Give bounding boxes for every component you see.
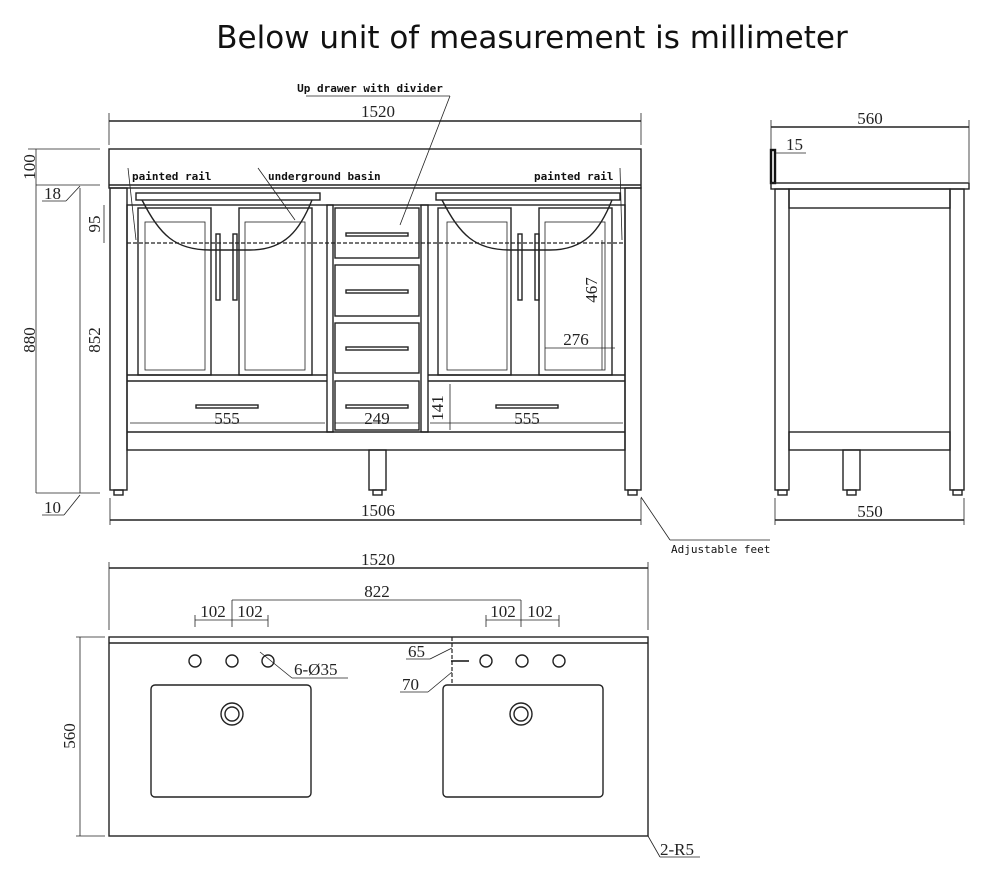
dim-backsplash: 15 [786, 135, 803, 154]
dim-hole-spacing: 102 [527, 602, 553, 621]
side-view: 560 15 550 [769, 109, 970, 525]
dim-hole-spacing: 102 [237, 602, 263, 621]
door-handle [215, 233, 221, 301]
page-title: Below unit of measurement is millimeter [216, 20, 848, 56]
label-painted-rail-right: painted rail [534, 170, 613, 183]
dim-door-height: 467 [582, 277, 601, 303]
basin-left [150, 684, 312, 798]
door-handle [534, 233, 540, 301]
dim-65: 65 [408, 642, 425, 661]
dim-rail: 18 [44, 184, 61, 203]
dim-70: 70 [402, 675, 419, 694]
dim-feet: 10 [44, 498, 61, 517]
dim-base-depth: 550 [857, 502, 883, 521]
countertop-top [108, 636, 649, 837]
faucet-hole [552, 654, 566, 668]
dim-center-distance: 822 [364, 582, 390, 601]
label-up-drawer: Up drawer with divider [297, 82, 443, 95]
basin-right [442, 684, 604, 798]
dim-top-thickness: 100 [20, 154, 39, 180]
dim-corner-radius: 2-R5 [660, 840, 694, 859]
dim-cabinet-height: 852 [85, 327, 104, 353]
faucet-hole [515, 654, 529, 668]
faucet-hole [479, 654, 493, 668]
dim-left-drawer: 555 [214, 409, 240, 428]
dim-right-drawer: 555 [514, 409, 540, 428]
label-underground-basin: underground basin [268, 170, 381, 183]
faucet-hole [188, 654, 202, 668]
dim-depth: 560 [60, 723, 79, 749]
faucet-hole [261, 654, 275, 668]
dim-top-width: 1520 [361, 102, 395, 121]
countertop [108, 148, 642, 189]
dim-center-drawer: 249 [364, 409, 390, 428]
label-adjustable-feet: Adjustable feet [671, 543, 770, 556]
dim-door-width: 276 [563, 330, 589, 349]
dim-top-depth: 560 [857, 109, 883, 128]
dim-hole-spacing: 102 [200, 602, 226, 621]
door-handle [232, 233, 238, 301]
dim-top-width: 1520 [361, 550, 395, 569]
door-handle [517, 233, 523, 301]
drain [220, 702, 244, 726]
label-painted-rail-left: painted rail [132, 170, 211, 183]
front-view: 1520 Up drawer with divider painted rail… [20, 82, 770, 556]
dim-base-width: 1506 [361, 501, 395, 520]
dim-basin-depth: 95 [85, 216, 104, 233]
dim-hole-spacing: 102 [490, 602, 516, 621]
top-view: 1520 822 102 102 102 102 6-Ø35 65 70 560 [60, 550, 700, 859]
dim-holes: 6-Ø35 [294, 660, 337, 679]
faucet-hole [225, 654, 239, 668]
dim-total-height: 880 [20, 327, 39, 353]
drain [509, 702, 533, 726]
dim-drawer-height: 141 [428, 395, 447, 421]
